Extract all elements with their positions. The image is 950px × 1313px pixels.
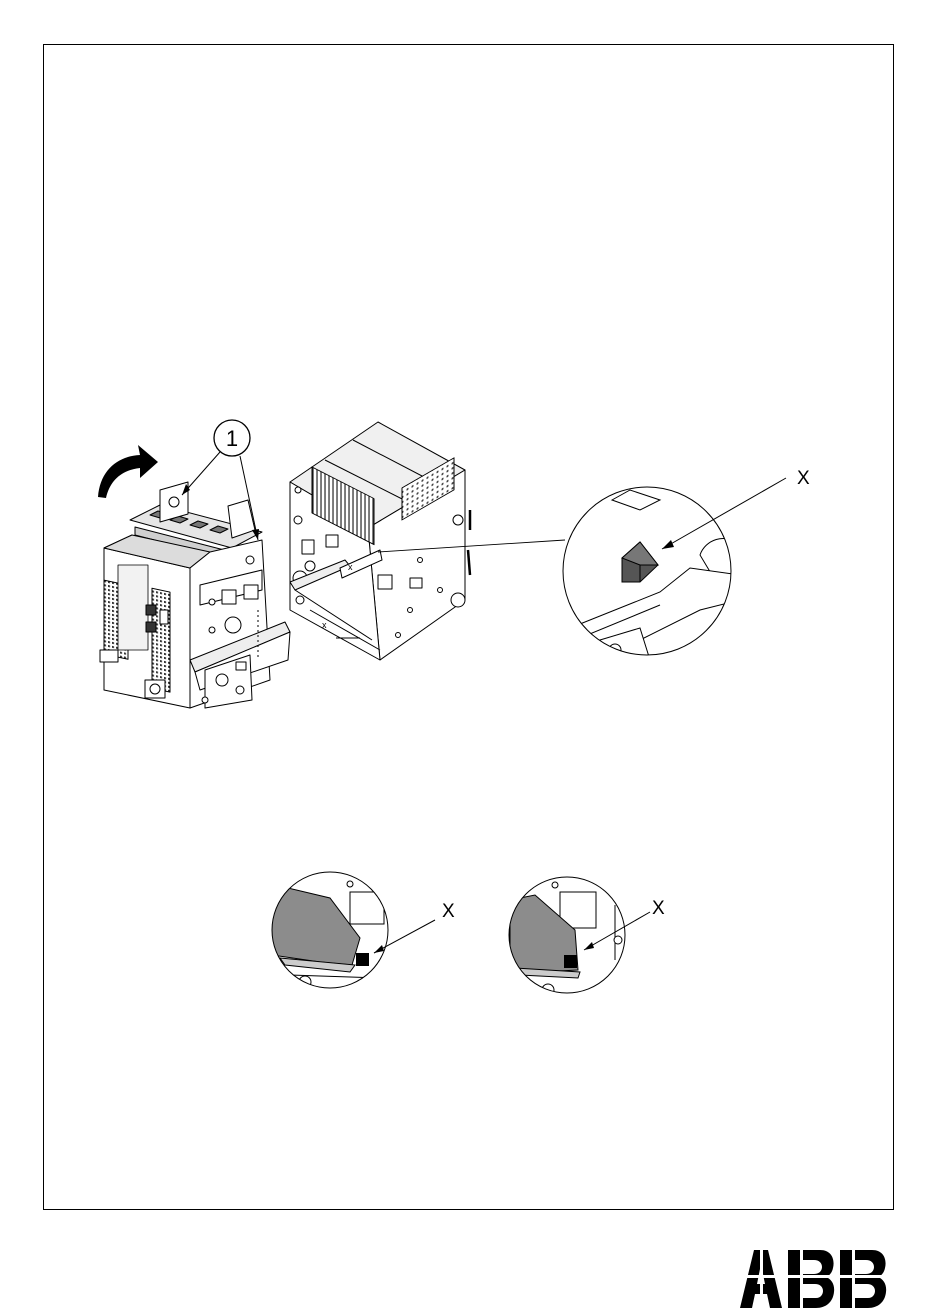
circuit-breaker bbox=[100, 482, 290, 708]
inset-right: X bbox=[505, 875, 665, 996]
inset-right-x-label: X bbox=[652, 898, 665, 919]
rotation-arrow-icon bbox=[98, 445, 158, 498]
inset-left-x-label: X bbox=[442, 901, 455, 922]
marker-square-right bbox=[564, 955, 577, 968]
svg-text:x: x bbox=[348, 562, 353, 572]
fixed-part-frame: x x bbox=[290, 422, 470, 660]
inset-left: X bbox=[270, 870, 455, 990]
abb-logo bbox=[738, 1248, 888, 1313]
svg-text:x: x bbox=[322, 620, 327, 630]
detail-x-label: X bbox=[797, 468, 810, 489]
callout-1-label: 1 bbox=[226, 426, 238, 451]
marker-square-left bbox=[356, 953, 369, 966]
detail-magnifier: X bbox=[560, 468, 810, 660]
